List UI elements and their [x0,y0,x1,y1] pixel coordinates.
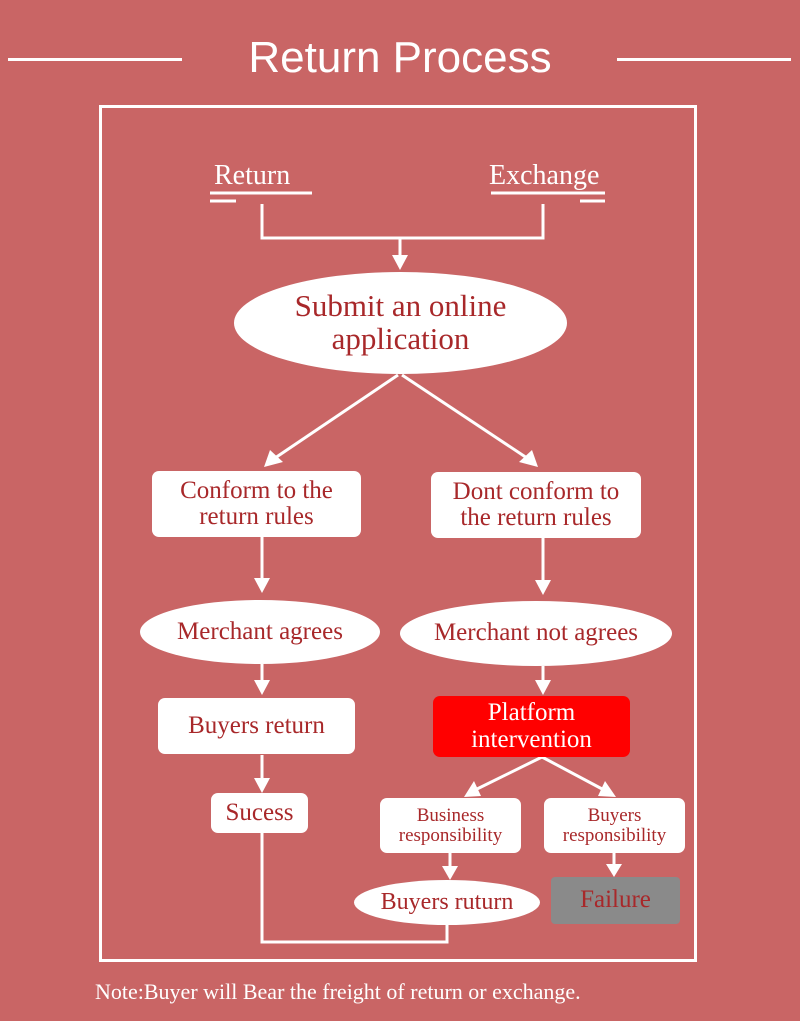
page-title: Return Process [248,33,552,82]
arrow-head-sucess [254,778,270,793]
loop-line [260,833,449,944]
failure-node: Failure [551,877,680,924]
submit-line-1: Submit an online [294,288,507,324]
business-resp-line-1: Business [416,804,485,826]
footer-note: Note:Buyer will Bear the freight of retu… [95,979,581,1004]
submit-line-2: application [331,321,470,356]
dont-conform-rules-node: Dont conform to the return rules [431,472,641,538]
arrow-head-merchant-not-agrees [535,580,551,595]
platform-line-1: Platform [487,699,576,727]
buyers-resp-line-1: Buyers [587,804,642,826]
arrow-head-submit [392,255,408,270]
buyers-ruturn-node: Buyers ruturn [354,880,540,925]
merge-bracket [260,204,545,240]
arrow-head-buyers-return [254,680,270,695]
arrow-head-buyers-resp [598,781,616,797]
buyers-responsibility-node: Buyers responsibility [544,798,685,853]
buyers-resp-line-2: responsibility [562,824,667,846]
conform-line-2: return rules [199,503,314,530]
merchant-not-agrees-node: Merchant not agrees [400,601,672,666]
arrow-head-business-resp [464,781,481,797]
dont-conform-line-2: the return rules [460,504,612,531]
title-rule-right [617,58,791,61]
buyers-return-node: Buyers return [158,698,355,754]
arrow-to-dont-conform [401,373,528,460]
conform-line-1: Conform to the [180,476,333,504]
flowchart-frame [99,105,697,962]
platform-intervention-node: Platform intervention [433,696,630,757]
arrow-to-business-resp [474,755,543,792]
submit-application-node: Submit an online application [234,272,567,374]
arrow-head-merchant-agrees [254,578,270,593]
merchant-agrees-node: Merchant agrees [140,600,380,664]
dont-conform-line-1: Dont conform to [452,477,620,505]
arrow-to-buyers-resp [541,755,605,792]
exchange-label: Exchange [489,160,600,191]
arrow-to-conform [274,373,399,460]
conform-rules-node: Conform to the return rules [152,471,361,537]
arrow-head-failure [606,864,622,877]
title-rule-left [8,58,182,61]
business-responsibility-node: Business responsibility [380,798,521,853]
return-label: Return [214,160,291,191]
arrow-head-conform [264,450,283,467]
business-resp-line-2: responsibility [398,824,503,846]
arrow-head-dont-conform [519,450,538,467]
sucess-node: Sucess [211,793,308,833]
arrow-head-buyers-ruturn [442,866,458,880]
arrow-head-platform [535,680,551,695]
platform-line-2: intervention [471,725,592,753]
